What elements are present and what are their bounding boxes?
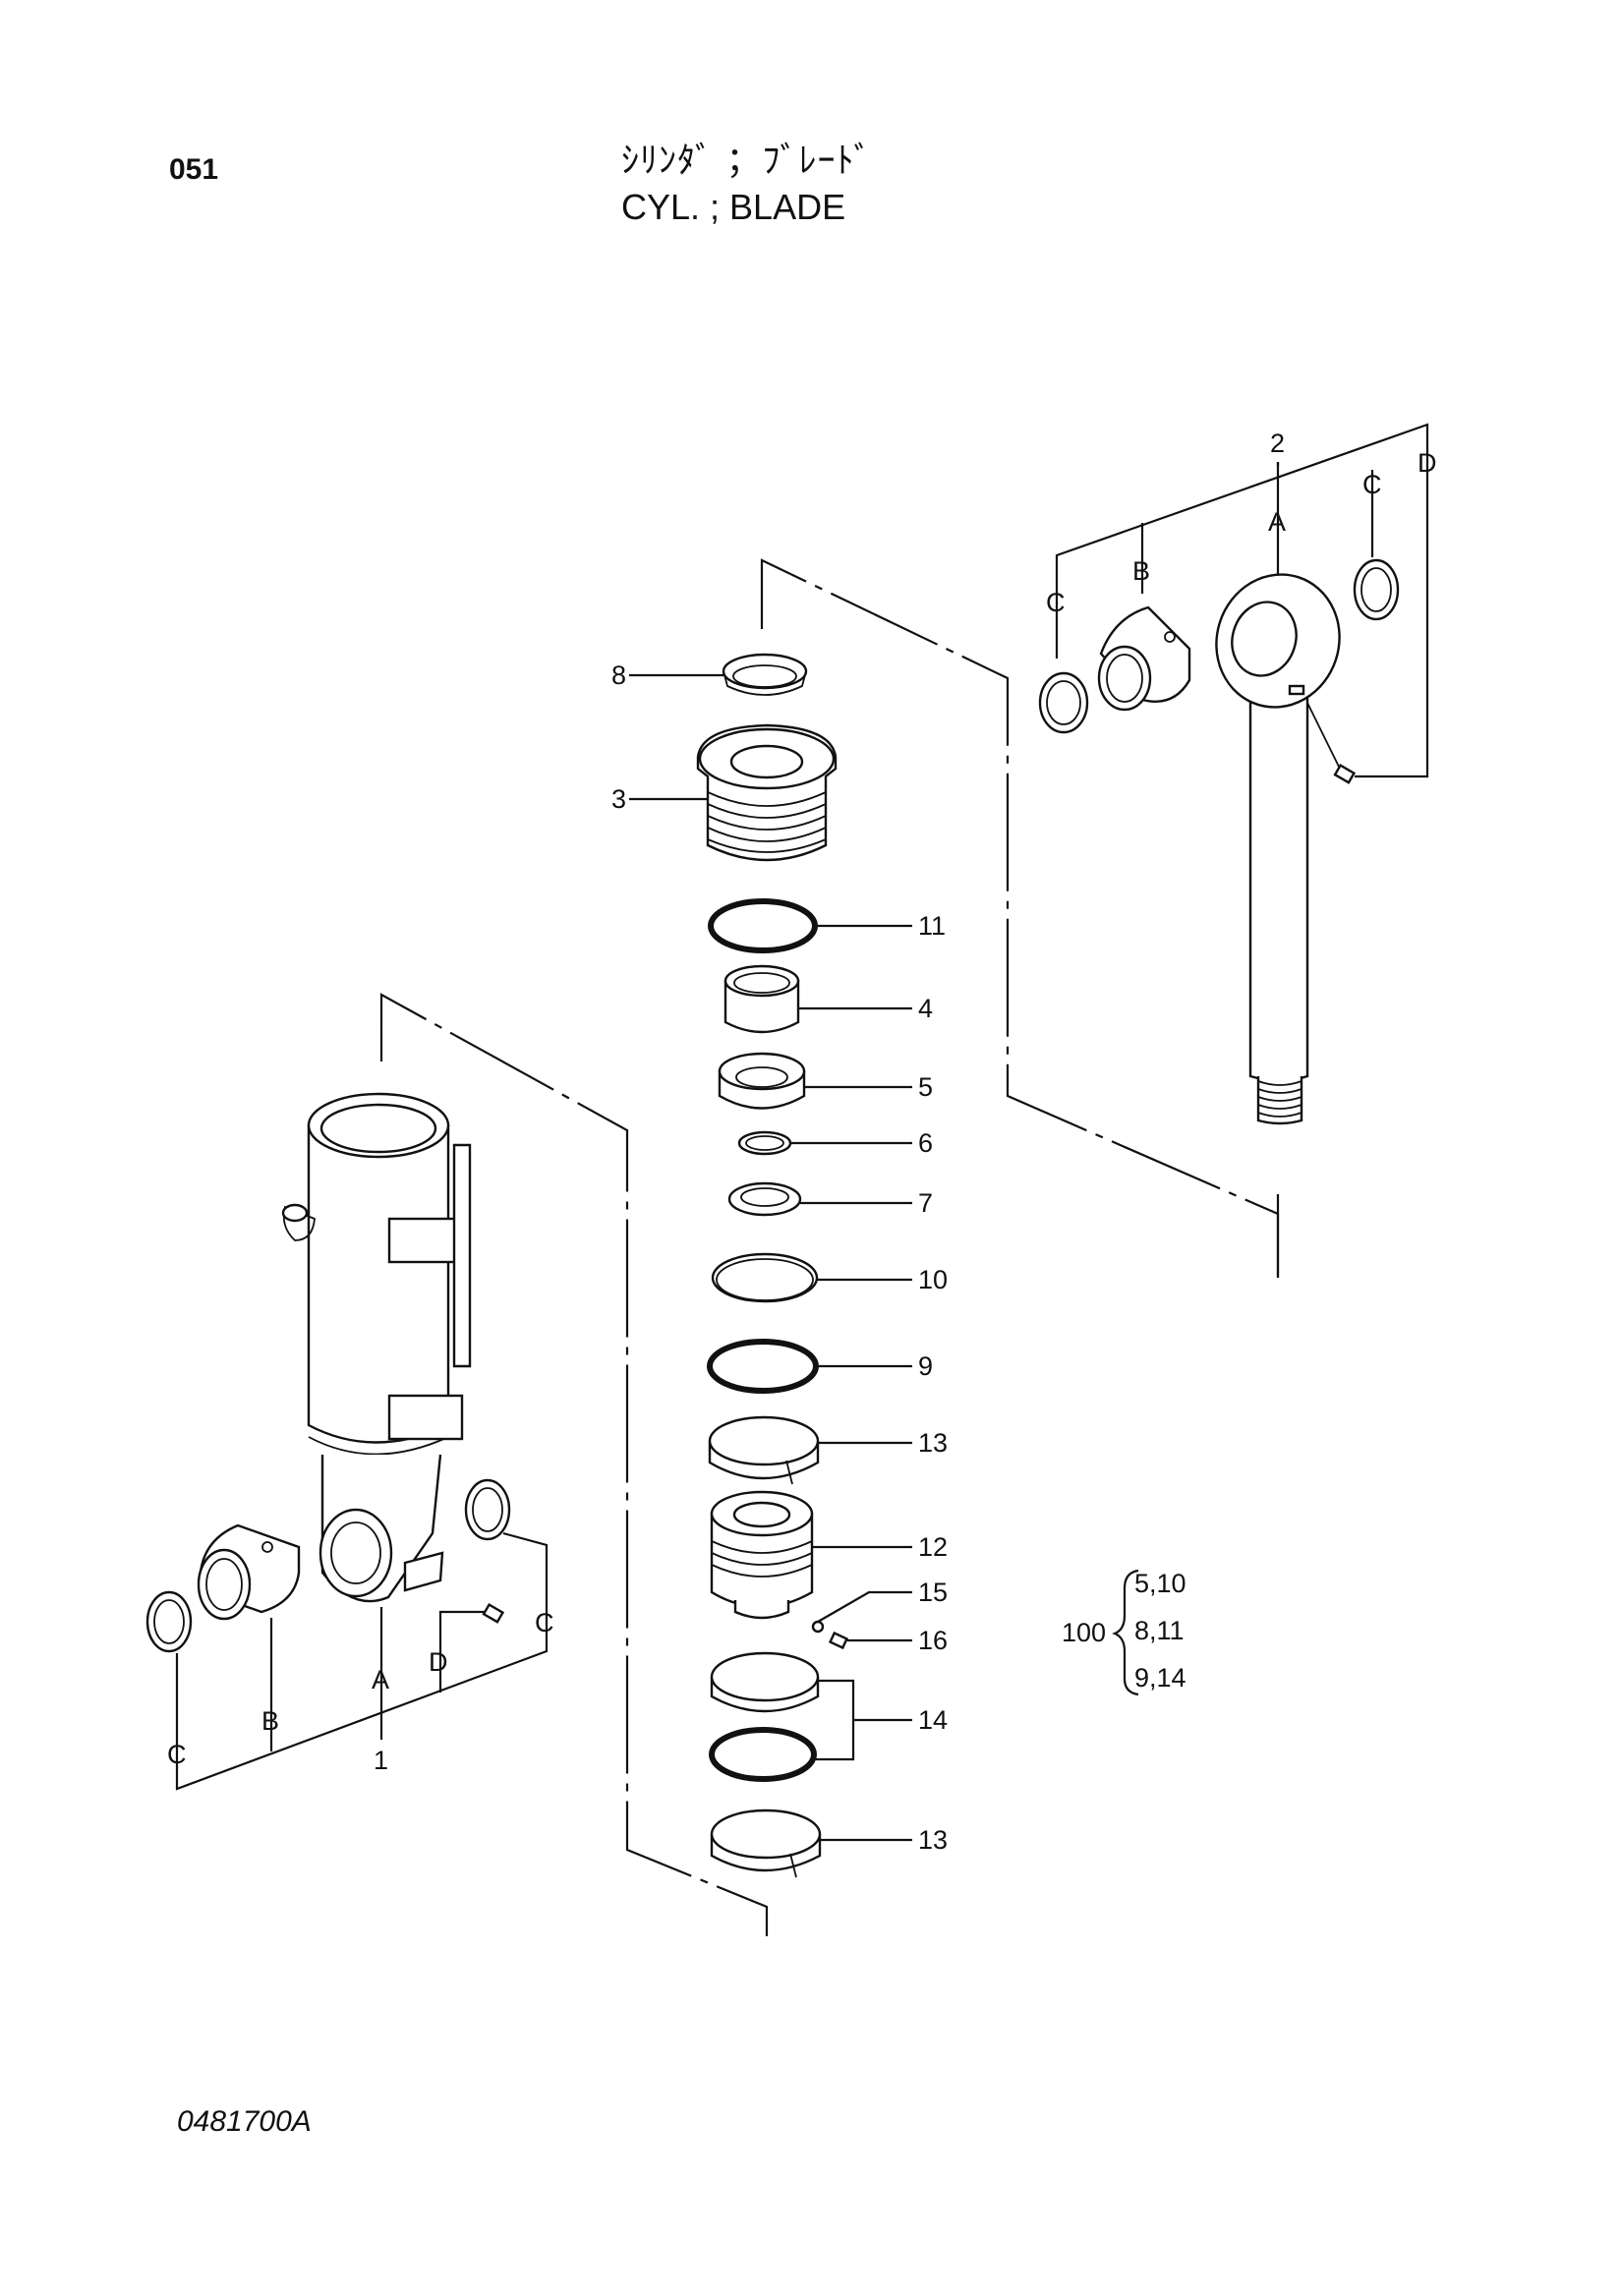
callout-11: 11: [918, 911, 946, 941]
seal-kit-group: 100 5,10 8,11 9,14: [1062, 1569, 1186, 1696]
callout-1: 1: [374, 1746, 388, 1775]
right-bracket-frame: [1055, 423, 1429, 778]
left-letter-A: A: [372, 1665, 389, 1694]
part-7-rod-seal: [727, 1181, 802, 1217]
part-14-slide-ring: [710, 1651, 820, 1713]
callout-8: 8: [611, 660, 626, 690]
right-letter-B: B: [1132, 556, 1150, 586]
callout-12: 12: [918, 1532, 948, 1562]
callout-2: 2: [1270, 429, 1285, 458]
left-letter-C2: C: [535, 1608, 554, 1637]
part-12-piston: [710, 1490, 814, 1620]
callout-14: 14: [918, 1705, 948, 1735]
callout-7: 7: [918, 1188, 933, 1218]
callout-15: 15: [918, 1578, 948, 1607]
part-3-cylinder-head: [696, 723, 838, 862]
part-13-wear-ring-lower: [710, 1808, 822, 1878]
part-11-o-ring: [708, 898, 818, 953]
right-bushing: [1097, 605, 1191, 712]
part-2-piston-rod: [1215, 573, 1341, 1125]
callout-16: 16: [918, 1626, 948, 1655]
part-1-cylinder-tube: [281, 1092, 472, 1603]
callout-4: 4: [918, 994, 933, 1023]
part-5-buffer-ring: [718, 1052, 806, 1110]
right-set-screw: [1333, 764, 1357, 784]
part-8-dust-wiper: [722, 653, 808, 696]
callout-13-upper: 13: [918, 1428, 948, 1458]
leader-14: [816, 1679, 855, 1761]
left-letter-B: B: [261, 1706, 279, 1736]
left-assembly-dashline: [379, 993, 769, 1936]
kit-number: 100: [1062, 1618, 1106, 1647]
right-letter-C2: C: [1362, 470, 1382, 499]
center-assembly-dashline-top: [760, 558, 1280, 1278]
part-9-o-ring: [707, 1339, 819, 1394]
page-title-japanese: ｼﾘﾝﾀﾞ ；ﾌﾞﾚｰﾄﾞ: [621, 141, 873, 181]
right-letter-D: D: [1418, 448, 1437, 478]
part-10-ring: [711, 1252, 819, 1303]
drawing-code: 0481700A: [177, 2105, 312, 2138]
callout-9: 9: [918, 1351, 933, 1381]
left-bracket-frame: [175, 1531, 549, 1791]
leader-15: [817, 1590, 912, 1623]
left-dust-seal-left: [145, 1590, 193, 1653]
right-dust-seal-right: [1353, 558, 1400, 621]
left-letter-D: D: [429, 1647, 448, 1677]
part-4-bushing: [723, 964, 800, 1034]
page-number: 051: [169, 153, 219, 186]
callout-3: 3: [611, 784, 626, 814]
right-dust-seal-left: [1038, 671, 1089, 734]
kit-row-3: 9,14: [1134, 1663, 1186, 1693]
left-set-screw: [482, 1603, 505, 1624]
callout-5: 5: [918, 1072, 933, 1102]
left-leader-D: [438, 1610, 486, 1693]
left-dust-seal-right: [464, 1478, 511, 1541]
part-15-steel-ball: [811, 1620, 825, 1634]
left-bushing: [197, 1523, 301, 1621]
part-13-wear-ring-upper: [708, 1415, 820, 1485]
kit-brace: [1112, 1569, 1139, 1696]
kit-row-2: 8,11: [1134, 1616, 1185, 1645]
part-16-set-screw: [828, 1631, 849, 1650]
callout-10: 10: [918, 1265, 948, 1294]
right-letter-A: A: [1268, 507, 1286, 537]
part-6-backup-ring: [737, 1130, 792, 1156]
callout-13-lower: 13: [918, 1825, 948, 1855]
left-letter-C1: C: [167, 1740, 187, 1769]
part-14-o-ring: [709, 1727, 817, 1782]
page-title-english: CYL. ; BLADE: [621, 187, 846, 227]
right-letter-C1: C: [1046, 588, 1066, 617]
callout-6: 6: [918, 1128, 933, 1158]
kit-row-1: 5,10: [1134, 1569, 1186, 1598]
